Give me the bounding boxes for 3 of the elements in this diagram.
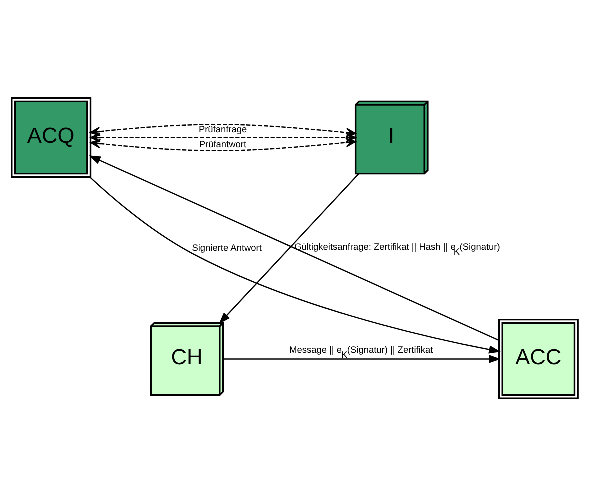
edge-label: Prüfantwort <box>199 140 247 150</box>
edge-label: Prüfanfrage <box>198 124 248 135</box>
edge-label: Signierte Antwort <box>192 242 262 253</box>
